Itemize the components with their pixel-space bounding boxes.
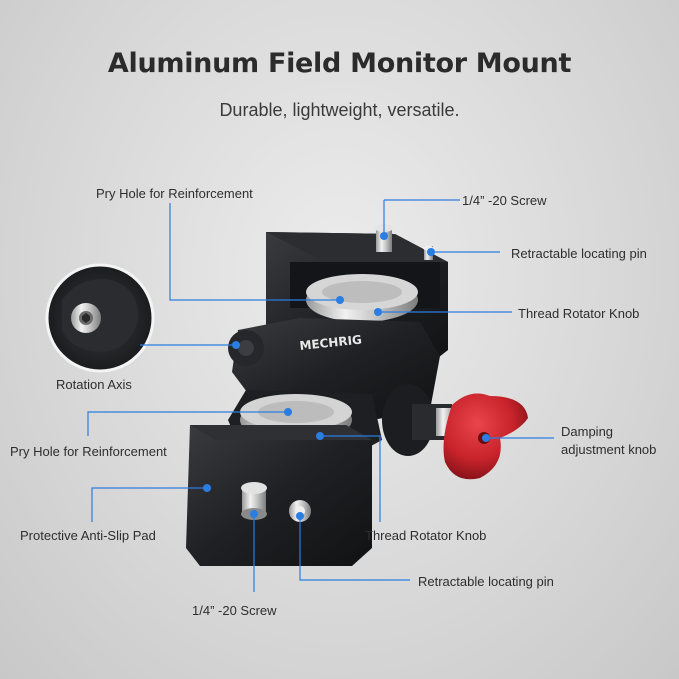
label-damping-knob-line2: adjustment knob	[561, 442, 657, 457]
page-title: Aluminum Field Monitor Mount	[107, 48, 572, 79]
page-subtitle: Durable, lightweight, versatile.	[219, 100, 460, 120]
label-pry-hole-bottom: Pry Hole for Reinforcement	[10, 444, 167, 459]
brand-logo: MECHRIG	[299, 333, 363, 353]
damping-assembly	[382, 384, 528, 480]
label-anti-slip-pad: Protective Anti-Slip Pad	[20, 528, 156, 543]
callout-lines	[87, 199, 554, 592]
label-thread-knob-top: Thread Rotator Knob	[518, 306, 640, 321]
label-locating-pin-top: Retractable locating pin	[511, 246, 647, 261]
label-screw-bottom: 1/4” -20 Screw	[192, 603, 277, 618]
lower-clamp	[186, 390, 382, 566]
rotation-axis-zoom	[45, 263, 155, 373]
label-locating-pin-bottom: Retractable locating pin	[418, 574, 554, 589]
label-pry-hole-top: Pry Hole for Reinforcement	[96, 186, 253, 201]
label-screw-top: 1/4” -20 Screw	[462, 193, 547, 208]
label-thread-knob-bottom: Thread Rotator Knob	[365, 528, 487, 543]
label-rotation-axis: Rotation Axis	[56, 377, 132, 392]
label-damping-knob-line1: Damping	[561, 424, 614, 439]
